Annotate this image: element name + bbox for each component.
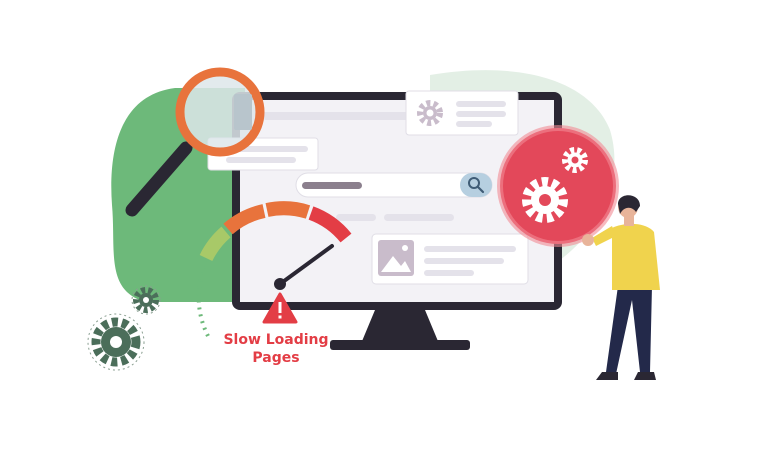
monitor-base [330,340,470,350]
screen-placeholder-bar [384,214,454,221]
gear-icon [522,177,568,223]
magnifying-glass [125,67,265,217]
gear-icon [562,147,588,173]
speed-gauge [196,201,352,337]
gear-icon [417,100,443,126]
search-bar[interactable] [295,172,493,198]
monitor-neck [360,310,440,346]
search-icon [468,177,485,194]
search-button[interactable] [460,173,492,197]
magnifier-reflection [234,94,252,130]
gauge-needle [278,244,334,286]
image-card [371,233,529,285]
person [582,195,660,380]
settings-card [405,90,519,136]
warning-icon [262,292,298,324]
search-placeholder [302,182,362,189]
gear-icon [87,313,145,371]
warning-label-line1: Slow Loading [223,332,328,348]
warning-label-line2: Pages [252,350,299,366]
gear-ball [497,125,619,247]
gear-icon [131,285,161,315]
screen-placeholder-bar [336,214,376,221]
